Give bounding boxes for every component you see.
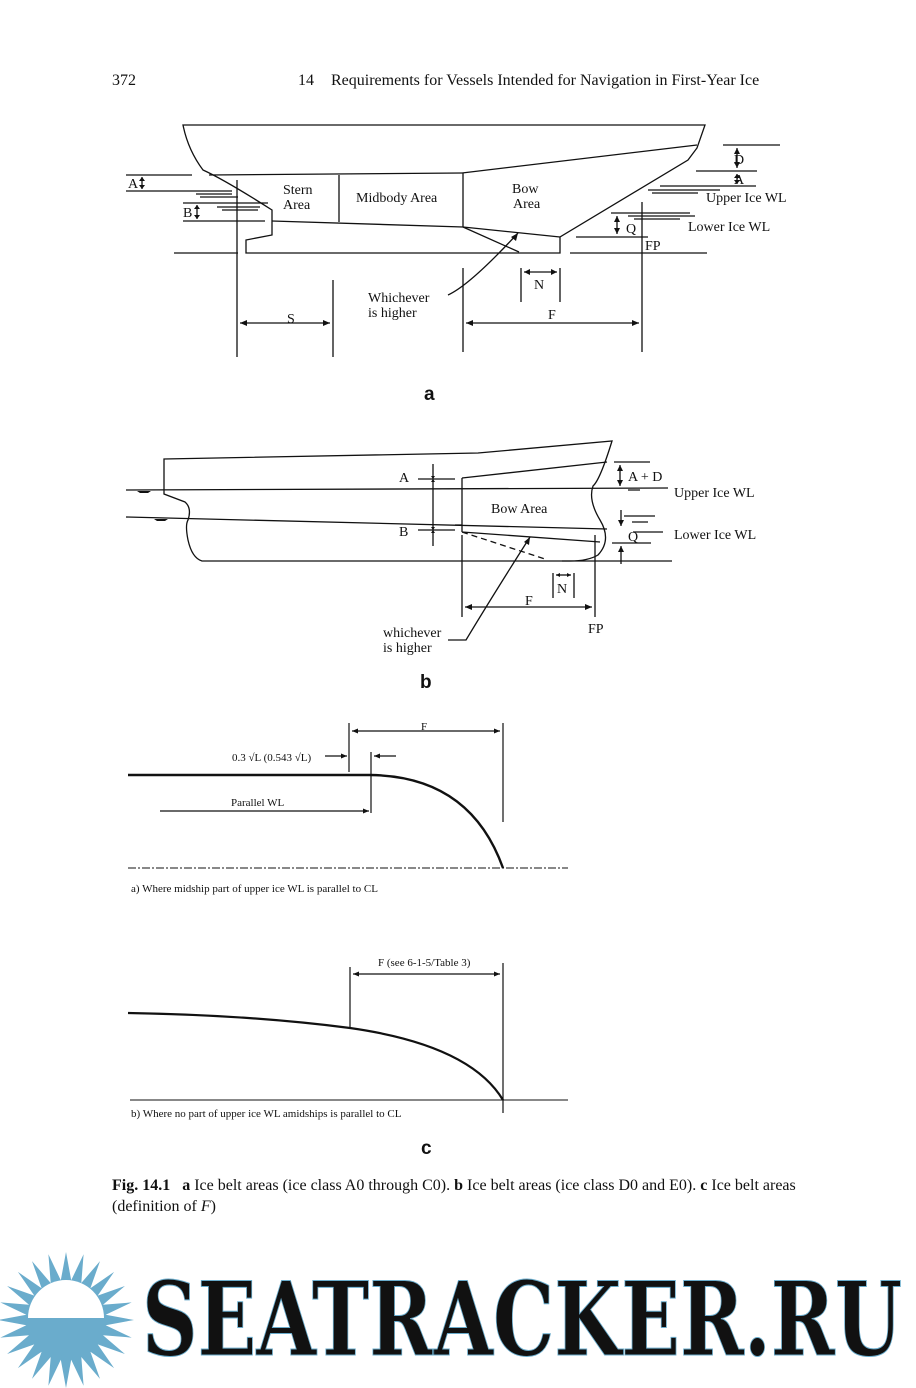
caption-key-a: a: [182, 1177, 191, 1194]
midbody-area-label: Midbody Area: [356, 191, 438, 206]
label-a-right: A: [734, 173, 745, 188]
figure-c: F 0.3 √L (0.543 √L) Parallel WL a) Where…: [127, 721, 568, 1159]
lower-ice-wl-label-b: Lower Ice WL: [674, 528, 756, 543]
whichever-label-2: is higher: [368, 306, 417, 321]
caption-c-part-b: b) Where no part of upper ice WL amidshi…: [131, 1108, 402, 1120]
label-b-left: B: [183, 206, 192, 221]
caption-text-c: Ice belt areas (definition of: [112, 1177, 796, 1215]
figure-a: A B Stern Area Midbody Area Bow Area D A…: [126, 124, 787, 405]
whichever-label-b-2: is higher: [383, 641, 432, 656]
caption-text-a: Ice belt areas (ice class A0 through C0)…: [194, 1177, 451, 1194]
running-title: Requirements for Vessels Intended for Na…: [331, 72, 760, 89]
lower-ice-wl-label: Lower Ice WL: [688, 220, 770, 235]
caption-text-c-end: ): [210, 1198, 216, 1215]
caption-text-b: Ice belt areas (ice class D0 and E0).: [467, 1177, 697, 1194]
label-s: S: [287, 312, 295, 327]
caption-key-c: c: [700, 1177, 708, 1194]
caption-c-part-a: a) Where midship part of upper ice WL is…: [131, 883, 378, 895]
label-f: F: [548, 308, 556, 323]
upper-ice-wl-label: Upper Ice WL: [706, 191, 787, 206]
label-f-see-table: F (see 6-1-5/Table 3): [378, 957, 471, 969]
watermark-logo: SEATRACKER.RU: [0, 1252, 903, 1388]
waterline-parallel-curve: [128, 773, 505, 869]
label-b-b: B: [399, 525, 408, 540]
whichever-label: Whichever: [368, 291, 430, 306]
caption-key-b: b: [454, 1177, 464, 1194]
bow-area-label-2: Area: [513, 197, 541, 212]
label-n: N: [534, 278, 544, 293]
figure-caption: Fig. 14.1 a Ice belt areas (ice class A0…: [112, 1175, 812, 1217]
label-fp: FP: [645, 239, 661, 254]
caption-fig-label: Fig. 14.1: [112, 1177, 171, 1194]
label-a-plus-d: A + D: [628, 470, 662, 485]
bow-area-label-b: Bow Area: [491, 502, 548, 517]
stern-area-label: Stern: [283, 183, 313, 198]
label-f-b: F: [525, 594, 533, 609]
subfigure-label-c: c: [421, 1138, 432, 1159]
label-a-left: A: [128, 177, 139, 192]
caption-var-f: F: [200, 1198, 211, 1215]
label-n-b: N: [557, 582, 567, 597]
subfigure-label-a: a: [424, 384, 435, 405]
hull-outline-b: [163, 440, 613, 562]
hull-outline-a: [182, 124, 706, 254]
label-q-b: Q: [628, 530, 638, 545]
stern-area-label-2: Area: [283, 198, 311, 213]
page-number: 372: [112, 72, 136, 89]
label-dimension-sqrt-l: 0.3 √L (0.543 √L): [232, 752, 312, 764]
label-d: D: [734, 153, 744, 168]
subfigure-label-b: b: [420, 672, 432, 693]
watermark-text: SEATRACKER.RU: [142, 1260, 902, 1380]
label-a-b: A: [399, 471, 410, 486]
sun-over-sea-icon: [0, 1252, 134, 1388]
sun-half-disc: [28, 1280, 104, 1318]
waterline-no-parallel-curve: [127, 1011, 504, 1101]
sun-rays: [0, 1252, 134, 1388]
label-f-ca: F: [421, 721, 427, 733]
label-q: Q: [626, 222, 636, 237]
upper-ice-wl-label-b: Upper Ice WL: [674, 486, 755, 501]
bow-area-label: Bow: [512, 182, 539, 197]
label-parallel-wl: Parallel WL: [231, 797, 285, 809]
whichever-label-b: whichever: [383, 626, 442, 641]
figure-b: A B Bow Area A + D Upper Ice WL Lower Ic…: [125, 440, 756, 693]
chapter-number: 14: [298, 72, 314, 89]
label-fp-b: FP: [588, 622, 604, 637]
